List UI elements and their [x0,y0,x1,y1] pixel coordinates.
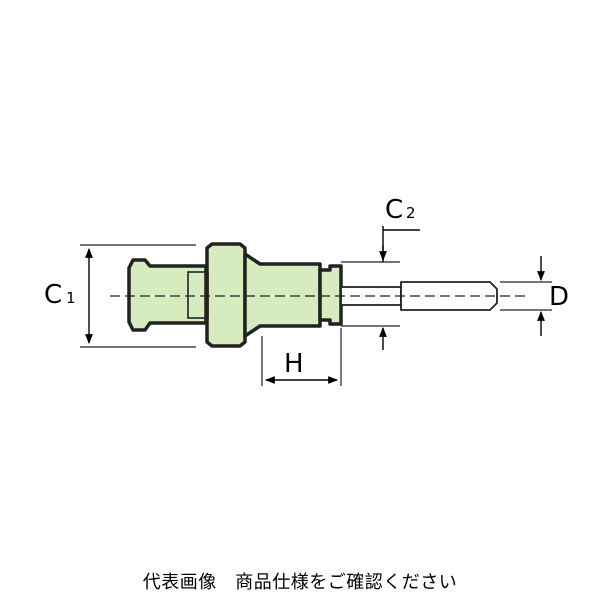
holder-body [127,242,343,348]
caption-text: 代表画像 商品仕様をご確認ください [142,572,458,593]
dimension-d: D [500,256,569,336]
c2-subscript: 2 [406,204,416,222]
c2-label: C [385,195,403,225]
left-sleeve [127,258,208,332]
c1-label: C [44,280,62,310]
d-label: D [549,282,569,312]
inner-slot [187,271,209,319]
end-flange [318,264,343,326]
h-label: H [284,349,304,379]
dimension-c1: C 1 [44,244,196,348]
dimension-h: H [261,328,342,386]
c1-subscript: 1 [66,289,76,307]
taper-body [243,252,322,338]
dimension-c2: C 2 [341,195,420,350]
collar [205,242,247,348]
